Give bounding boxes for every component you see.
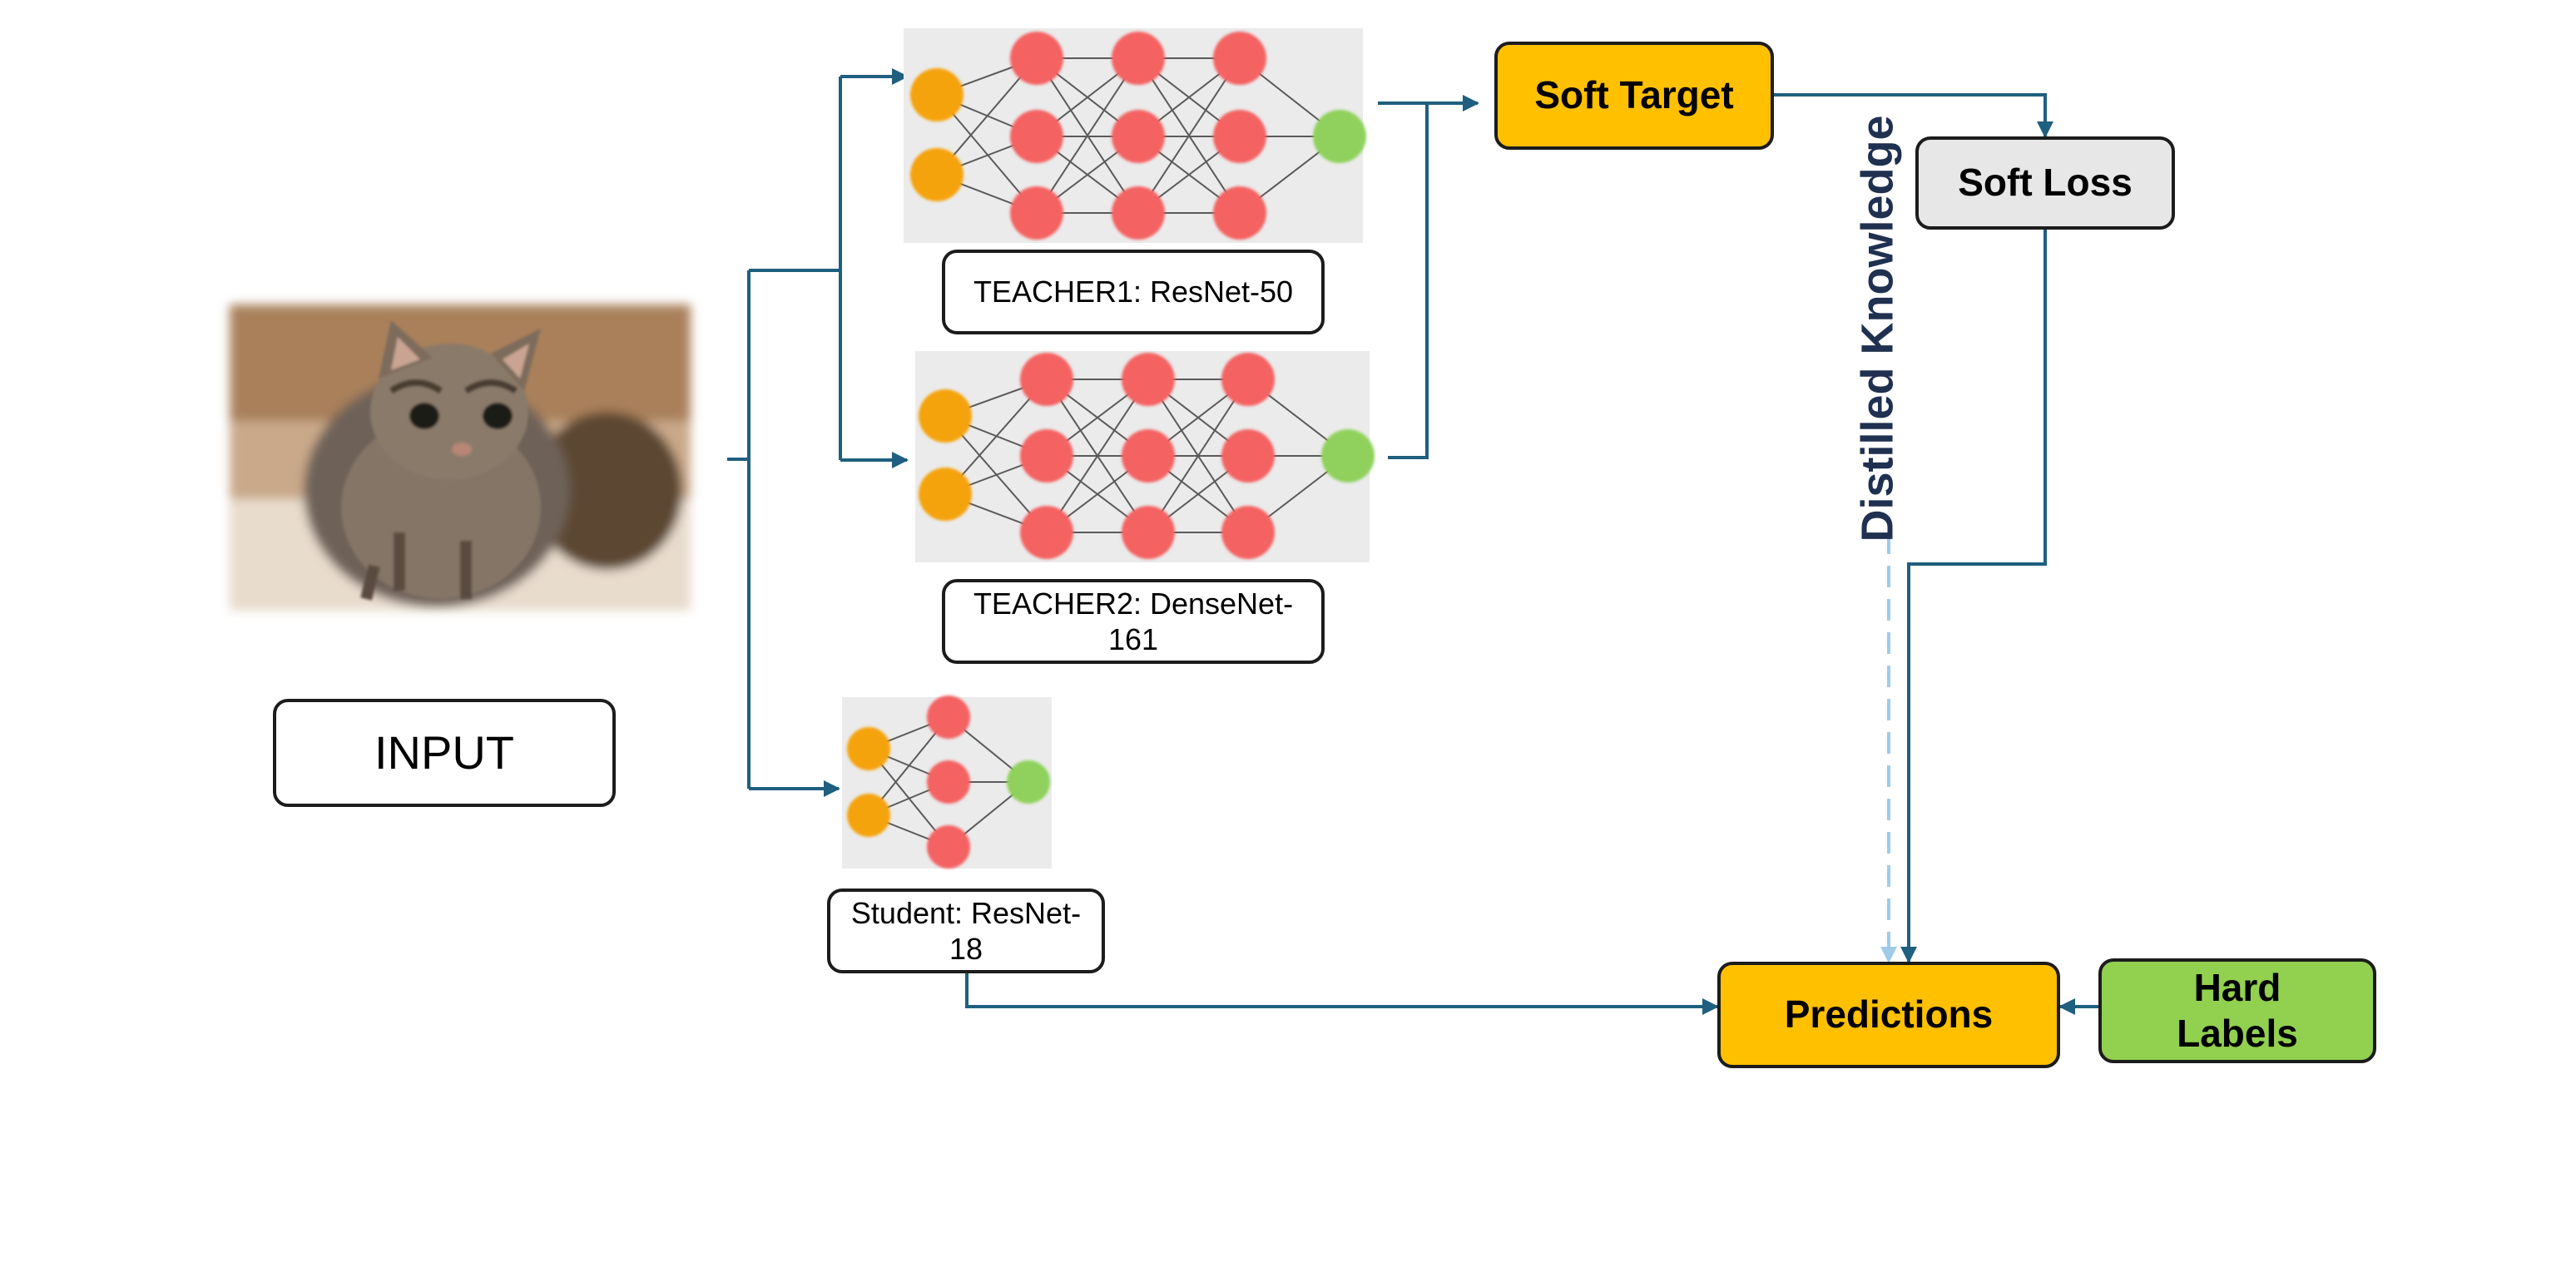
hidden-node xyxy=(927,695,970,739)
hidden-node xyxy=(1213,186,1266,240)
hidden-node xyxy=(927,760,970,804)
hidden-node xyxy=(927,825,970,869)
hidden-node xyxy=(1020,506,1073,559)
soft-loss-label: Soft Loss xyxy=(1958,161,2133,205)
kitten-photo-icon xyxy=(230,304,691,611)
soft-loss-box: Soft Loss xyxy=(1915,136,2175,230)
teacher2-label-box: TEACHER2: DenseNet-161 xyxy=(942,579,1325,664)
teacher2-out-connector xyxy=(1388,103,1429,459)
distilled-knowledge-label-box: Distilled Knowledge xyxy=(1791,115,1965,542)
student-to-predictions-arrow xyxy=(965,973,1719,1015)
input-node xyxy=(919,468,972,521)
hidden-node xyxy=(1221,429,1275,483)
hidden-node xyxy=(1112,186,1165,240)
input-label: INPUT xyxy=(374,726,514,780)
hidden-node xyxy=(1020,429,1073,483)
teacher1-network-icon xyxy=(904,28,1366,243)
hidden-node xyxy=(1010,186,1063,240)
soft-target-box: Soft Target xyxy=(1494,42,1774,150)
student-label-box: Student: ResNet-18 xyxy=(827,888,1105,973)
output-node xyxy=(1007,760,1050,804)
hidden-node xyxy=(1213,32,1266,85)
hidden-node xyxy=(1122,353,1175,406)
hidden-node xyxy=(1221,506,1275,559)
predictions-box: Predictions xyxy=(1717,962,2060,1068)
student-label: Student: ResNet-18 xyxy=(850,895,1082,966)
hard-labels-label: Hard Labels xyxy=(2177,965,2298,1055)
teacher1-label: TEACHER1: ResNet-50 xyxy=(973,275,1294,309)
output-node xyxy=(1313,110,1366,163)
hidden-node xyxy=(1010,32,1063,85)
hidden-node xyxy=(1112,110,1165,163)
input-node xyxy=(847,727,890,770)
teacher1-label-box: TEACHER1: ResNet-50 xyxy=(942,250,1325,334)
hidden-node xyxy=(1112,32,1165,85)
input-node xyxy=(910,68,964,121)
output-node xyxy=(1321,429,1375,483)
predictions-label: Predictions xyxy=(1784,992,1994,1037)
student-network-icon xyxy=(842,695,1052,869)
input-node xyxy=(919,389,972,443)
hidden-node xyxy=(1010,110,1063,163)
hidden-node xyxy=(1213,110,1266,163)
soft-target-label: Soft Target xyxy=(1534,73,1734,117)
hidden-node xyxy=(1122,506,1175,559)
input-label-box: INPUT xyxy=(273,699,616,807)
hidden-node xyxy=(1122,429,1175,483)
input-node xyxy=(847,794,890,837)
soft-target-to-loss-arrow xyxy=(1774,93,2053,138)
distilled-knowledge-label: Distilled Knowledge xyxy=(1853,115,1903,542)
teacher2-network-icon xyxy=(915,351,1375,562)
teacher2-label: TEACHER2: DenseNet-161 xyxy=(973,586,1294,656)
connectors xyxy=(727,68,2098,1015)
hidden-node xyxy=(1221,353,1275,406)
hard-labels-box: Hard Labels xyxy=(2098,958,2376,1063)
soft-loss-to-predictions-arrow xyxy=(1900,230,2047,963)
hidden-node xyxy=(1020,353,1073,406)
input-node xyxy=(910,148,964,201)
